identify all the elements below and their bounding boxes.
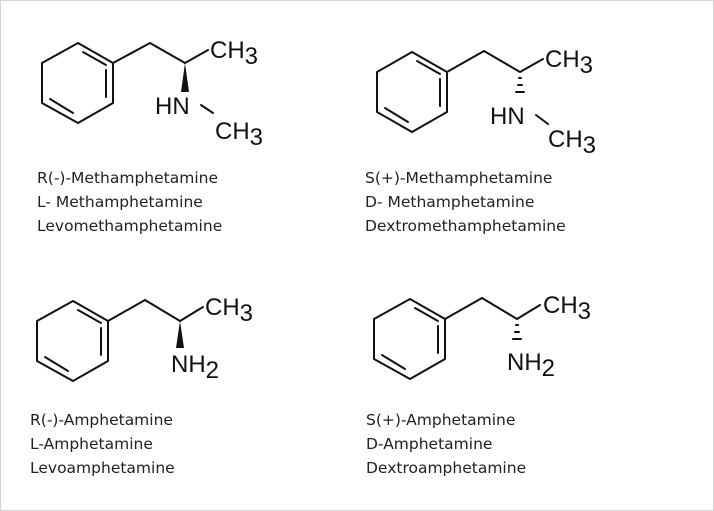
benzene-ring-icon [41,42,114,124]
names-r-amphetamine: R(-)-Amphetamine L-Amphetamine Levoamphe… [30,408,175,480]
molecule-r-methamphetamine: CH3 HN CH3 [41,37,263,151]
name-line: Levoamphetamine [30,459,175,477]
name-line: L-Amphetamine [30,435,153,453]
amine-label: NH2 [507,349,555,382]
name-line: S(+)-Amphetamine [366,411,516,429]
name-line: L- Methamphetamine [37,193,203,211]
benzene-ring-icon [373,298,446,380]
n-methyl-label: CH3 [215,118,263,151]
methyl-label: CH3 [210,37,258,70]
carbon-chain [444,297,541,320]
name-line: D- Methamphetamine [365,193,535,211]
wedge-bond-icon [176,321,184,348]
name-line: Dextromethamphetamine [365,217,566,235]
hashed-bond-icon [515,77,525,93]
names-s-methamphetamine: S(+)-Methamphetamine D- Methamphetamine … [365,166,566,238]
name-line: R(-)-Methamphetamine [37,169,218,187]
amine-label: NH2 [171,351,219,384]
names-s-amphetamine: S(+)-Amphetamine D-Amphetamine Dextroamp… [366,408,526,480]
name-line: D-Amphetamine [366,435,493,453]
hashed-bond-icon [512,324,522,340]
methyl-label: CH3 [205,294,253,327]
methyl-label: CH3 [543,292,591,325]
name-line: Dextroamphetamine [366,459,527,477]
names-r-methamphetamine: R(-)-Methamphetamine L- Methamphetamine … [37,166,222,238]
carbon-chain [107,299,204,322]
methyl-label: CH3 [545,46,593,79]
benzene-ring-icon [376,51,448,133]
molecule-s-methamphetamine: CH3 HN CH3 [376,46,596,159]
n-methyl-bond [535,114,549,125]
carbon-chain [446,50,544,73]
n-methyl-bond [200,104,214,114]
wedge-bond-icon [181,63,189,92]
molecule-r-amphetamine: CH3 NH2 [36,294,253,384]
molecule-s-amphetamine: CH3 NH2 [373,292,591,382]
amine-label: HN [155,93,190,120]
name-line: R(-)-Amphetamine [30,411,173,429]
carbon-chain [112,42,209,64]
name-line: S(+)-Methamphetamine [365,169,553,187]
benzene-ring-icon [36,300,109,382]
name-line: Levomethamphetamine [37,217,223,235]
n-methyl-label: CH3 [548,126,596,159]
amine-label: HN [490,103,525,130]
